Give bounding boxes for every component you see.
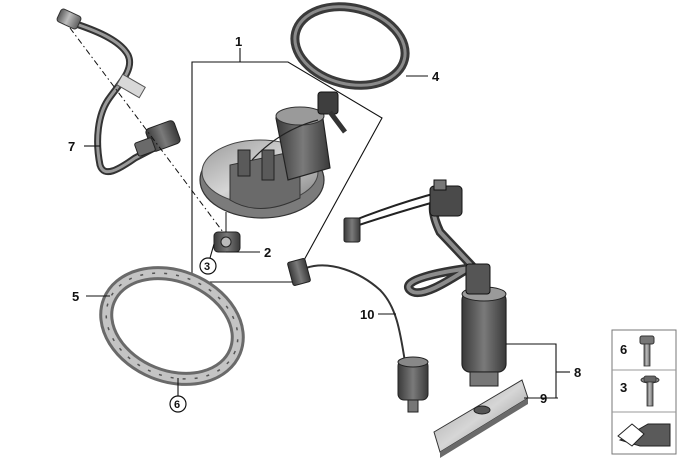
- callout-6-circle: [169, 395, 187, 413]
- callout-9: 9: [540, 391, 547, 406]
- legend-item-3: 3: [620, 380, 627, 395]
- callout-10: 10: [360, 307, 374, 322]
- callout-3-circle: [199, 257, 217, 275]
- fuel-line-part: [56, 8, 181, 176]
- fuel-pump-assembly: [199, 91, 347, 219]
- assembly-frame-1: [191, 61, 383, 283]
- callout-6: 6: [174, 399, 180, 411]
- callout-8: 8: [574, 365, 581, 380]
- gasket-ring-part-4: [290, 2, 410, 90]
- callout-1: 1: [235, 34, 242, 49]
- alignment-line: [69, 27, 227, 237]
- level-sensor-part-10: [287, 258, 429, 413]
- orientation-arrow-icon: [617, 423, 671, 447]
- fastener-legend: 6 3: [611, 329, 677, 455]
- legend-item-6: 6: [620, 342, 627, 357]
- flange-ring-part-5: [99, 266, 245, 386]
- filter-strainer-part-9: [433, 379, 529, 458]
- screw-with-washer-icon: [640, 375, 660, 407]
- callout-3: 3: [204, 261, 210, 273]
- callout-4: 4: [432, 69, 440, 84]
- callout-2: 2: [264, 245, 271, 260]
- callout-7: 7: [68, 139, 75, 154]
- bolt-icon: [639, 335, 655, 367]
- pump-module-part-8: [343, 179, 507, 387]
- callout-5: 5: [72, 289, 79, 304]
- clamp-part-2: [213, 212, 241, 253]
- callout-leaders: [84, 48, 570, 399]
